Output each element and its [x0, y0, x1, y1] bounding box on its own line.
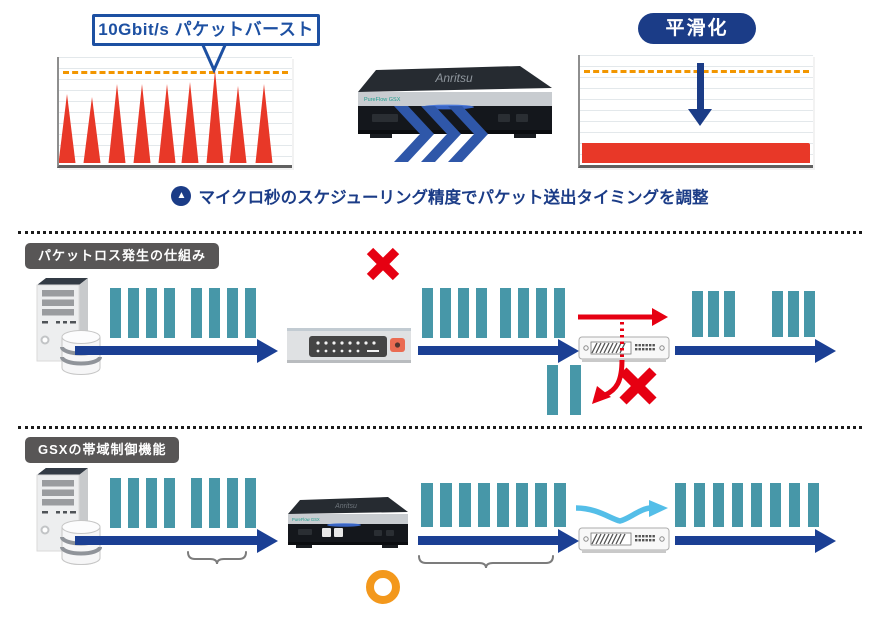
- burst-callout: 10Gbit/s パケットバースト: [92, 14, 320, 46]
- underbrace: [187, 551, 247, 565]
- speed-chevrons-icon: [394, 106, 488, 162]
- dropped-packet-group: [547, 365, 581, 415]
- gsx-device-small: Anritsu PureFlow GSX: [288, 497, 408, 548]
- callout-pointer-icon: [200, 43, 228, 73]
- flow-arrow: [75, 346, 257, 355]
- flow-arrow: [675, 536, 815, 545]
- device-brand-label: Anritsu: [434, 71, 473, 85]
- packet-group: [191, 288, 256, 338]
- packet-group: [110, 288, 175, 338]
- device-brand-label: Anritsu: [334, 503, 357, 510]
- server-icon: [35, 466, 102, 567]
- packet-group: [772, 291, 815, 337]
- sender-device: [287, 328, 411, 363]
- divider-1: [18, 231, 862, 234]
- shaped-packet-group: [421, 483, 566, 527]
- flow-arrow: [418, 346, 558, 355]
- overflow-red-arrows-icon: [578, 308, 668, 404]
- caption-text: マイクロ秒のスケジューリング精度でパケット送出タイミングを調整: [198, 189, 709, 207]
- gsx-device-top: Anritsu PureFlow GSX: [358, 66, 552, 138]
- device-model-label: PureFlow GSX: [292, 517, 320, 522]
- smooth-flow-arrow-icon: [575, 500, 668, 524]
- smoothing-pill: 平滑化: [638, 13, 756, 44]
- section2-chip: GSXの帯域制御機能: [25, 437, 180, 463]
- divider-2: [18, 426, 862, 429]
- output-packet-group: [675, 483, 819, 527]
- ok-ring-icon: [366, 570, 400, 604]
- section1-chip: パケットロス発生の仕組み: [25, 243, 220, 269]
- smooth-output-bar: [582, 143, 810, 163]
- drop-cross-icon: [619, 367, 657, 405]
- drop-cross-top-icon: [366, 247, 400, 281]
- switch-device: [578, 527, 670, 553]
- server-icon: [36, 278, 102, 375]
- caption-row: ▲ マイクロ秒のスケジューリング精度でパケット送出タイミングを調整: [0, 184, 880, 208]
- flow-arrow: [418, 536, 558, 545]
- packet-group: [422, 288, 487, 338]
- burst-threshold-line: [63, 71, 288, 74]
- caption-bullet-icon: ▲: [171, 186, 192, 206]
- flow-arrow: [675, 346, 815, 355]
- packet-group: [191, 478, 256, 528]
- packet-group: [692, 291, 735, 337]
- flow-arrow: [75, 536, 257, 545]
- burst-chart: [57, 57, 292, 168]
- burst-peaks: [59, 70, 273, 163]
- smooth-chart: [578, 55, 813, 168]
- device-model-label: PureFlow GSX: [364, 97, 401, 103]
- smooth-down-arrow-icon: [688, 63, 712, 126]
- packet-group: [500, 288, 565, 338]
- smooth-threshold-line: [584, 70, 809, 73]
- underbrace-wide: [418, 555, 554, 569]
- packet-group: [110, 478, 175, 528]
